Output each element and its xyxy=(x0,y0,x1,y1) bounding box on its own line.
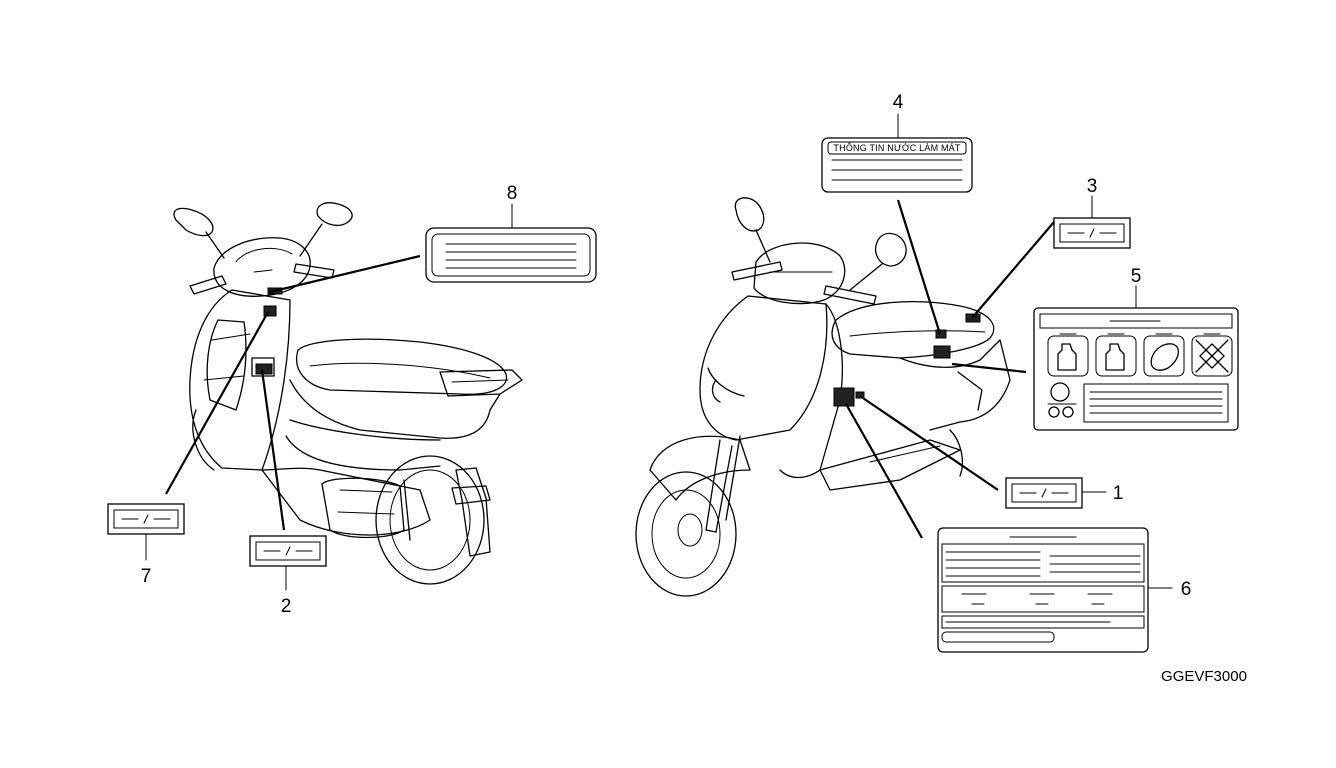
callout-4: 4 xyxy=(893,92,904,113)
oil-bottle-icon xyxy=(1047,333,1089,377)
label-5-graphic xyxy=(1033,307,1239,431)
callout-8: 8 xyxy=(507,183,518,204)
maintenance-icon xyxy=(1047,382,1077,418)
scooter-rear-view xyxy=(173,202,523,585)
callout-7: 7 xyxy=(141,566,152,587)
scooter-front-view xyxy=(635,197,1011,597)
label-8-graphic xyxy=(425,227,597,283)
callout-3: 3 xyxy=(1087,176,1098,197)
oil-bottle-icon xyxy=(1095,333,1137,377)
callout-1: 1 xyxy=(1113,483,1124,504)
callout-2: 2 xyxy=(281,596,292,617)
diagram-code: GGEVF3000 xyxy=(1161,668,1247,685)
no-dispose-icon xyxy=(1191,333,1233,377)
callouts: 8 7 2 4 3 5 1 6 xyxy=(141,92,1192,617)
label-2-graphic xyxy=(249,535,327,567)
label-4-graphic: THÔNG TIN NƯỚC LÀM MÁT xyxy=(821,137,973,193)
label-7-graphic xyxy=(107,503,185,535)
label-6-graphic xyxy=(937,527,1149,653)
label-3-graphic xyxy=(1053,217,1131,249)
leader-lines xyxy=(145,113,1173,591)
label-1-graphic xyxy=(1005,477,1083,509)
belt-icon xyxy=(1143,333,1185,377)
callout-5: 5 xyxy=(1131,266,1142,287)
callout-6: 6 xyxy=(1181,579,1192,600)
label-4-text: THÔNG TIN NƯỚC LÀM MÁT xyxy=(833,143,960,153)
